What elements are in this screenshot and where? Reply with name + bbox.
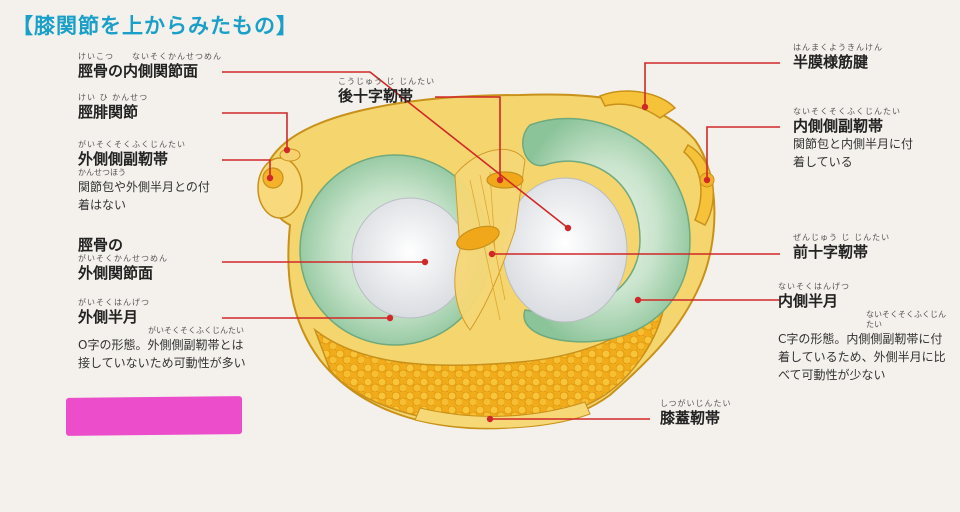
leader-tibia-medial xyxy=(222,71,569,229)
posterior-cruciate-stump xyxy=(486,171,524,189)
leader-semimembranosus xyxy=(644,62,780,107)
leader-dots xyxy=(266,103,711,423)
leader-posterior-cruciate xyxy=(435,96,501,180)
label-medial-collateral-ligament: ないそくそくふくじんたい 内側側副靭帯 関節包と内側半月に付着している xyxy=(793,107,914,169)
fibula-head xyxy=(257,157,303,219)
label-tibia-medial-articular: けいこつ ないそくかんせつめん 脛骨の内側関節面 xyxy=(78,52,222,80)
label-medial-meniscus: ないそくはんげつ 内側半月 ないそくそくふくじんたい C字の形態。内側側副靭帯に… xyxy=(778,282,946,382)
title-text: 膝関節を上からみたもの xyxy=(34,14,276,38)
label-lateral-meniscus: がいそくはんげつ 外側半月 がいそくそくふくじんたい O字の形態。外側側副靭帯と… xyxy=(78,298,246,370)
label-patellar-ligament: しつがいじんたい 膝蓋靭帯 xyxy=(660,399,732,427)
label-lateral-collateral-ligament: がいそくそくふくじんたい 外側側副靭帯 かんせつほう 関節包や外側半月との付着は… xyxy=(78,140,210,212)
lateral-articular-surface xyxy=(351,197,469,319)
leader-lines xyxy=(222,62,780,420)
label-semimembranosus: はんまくようきんけん 半膜様筋腱 xyxy=(793,43,883,71)
anterior-cruciate-stump xyxy=(456,225,500,251)
page-title: 【膝関節を上からみたもの】 xyxy=(12,10,298,40)
medial-articular-surface xyxy=(502,177,628,323)
highlighter-mark xyxy=(66,396,242,436)
patellar-ligament-shape xyxy=(414,401,591,429)
label-anterior-cruciate: ぜんじゅう じ じんたい 前十字靭帯 xyxy=(793,233,891,261)
medial-meniscus xyxy=(522,117,691,343)
semimembranosus-shape xyxy=(598,90,677,119)
label-posterior-cruciate: こうじゅう じ じんたい 後十字靭帯 xyxy=(338,77,436,105)
title-open-bracket: 【 xyxy=(12,14,34,38)
leader-tibiofibular xyxy=(222,112,288,150)
leader-medial-collateral xyxy=(706,126,780,180)
title-close-bracket: 】 xyxy=(276,14,298,38)
label-tibia-lateral-articular: 脛骨の がいそくかんせつめん 外側関節面 xyxy=(78,236,168,282)
leader-lateral-collateral xyxy=(222,159,271,178)
label-tibiofibular-joint: けい ひ かんせつ 脛腓関節 xyxy=(78,93,149,121)
